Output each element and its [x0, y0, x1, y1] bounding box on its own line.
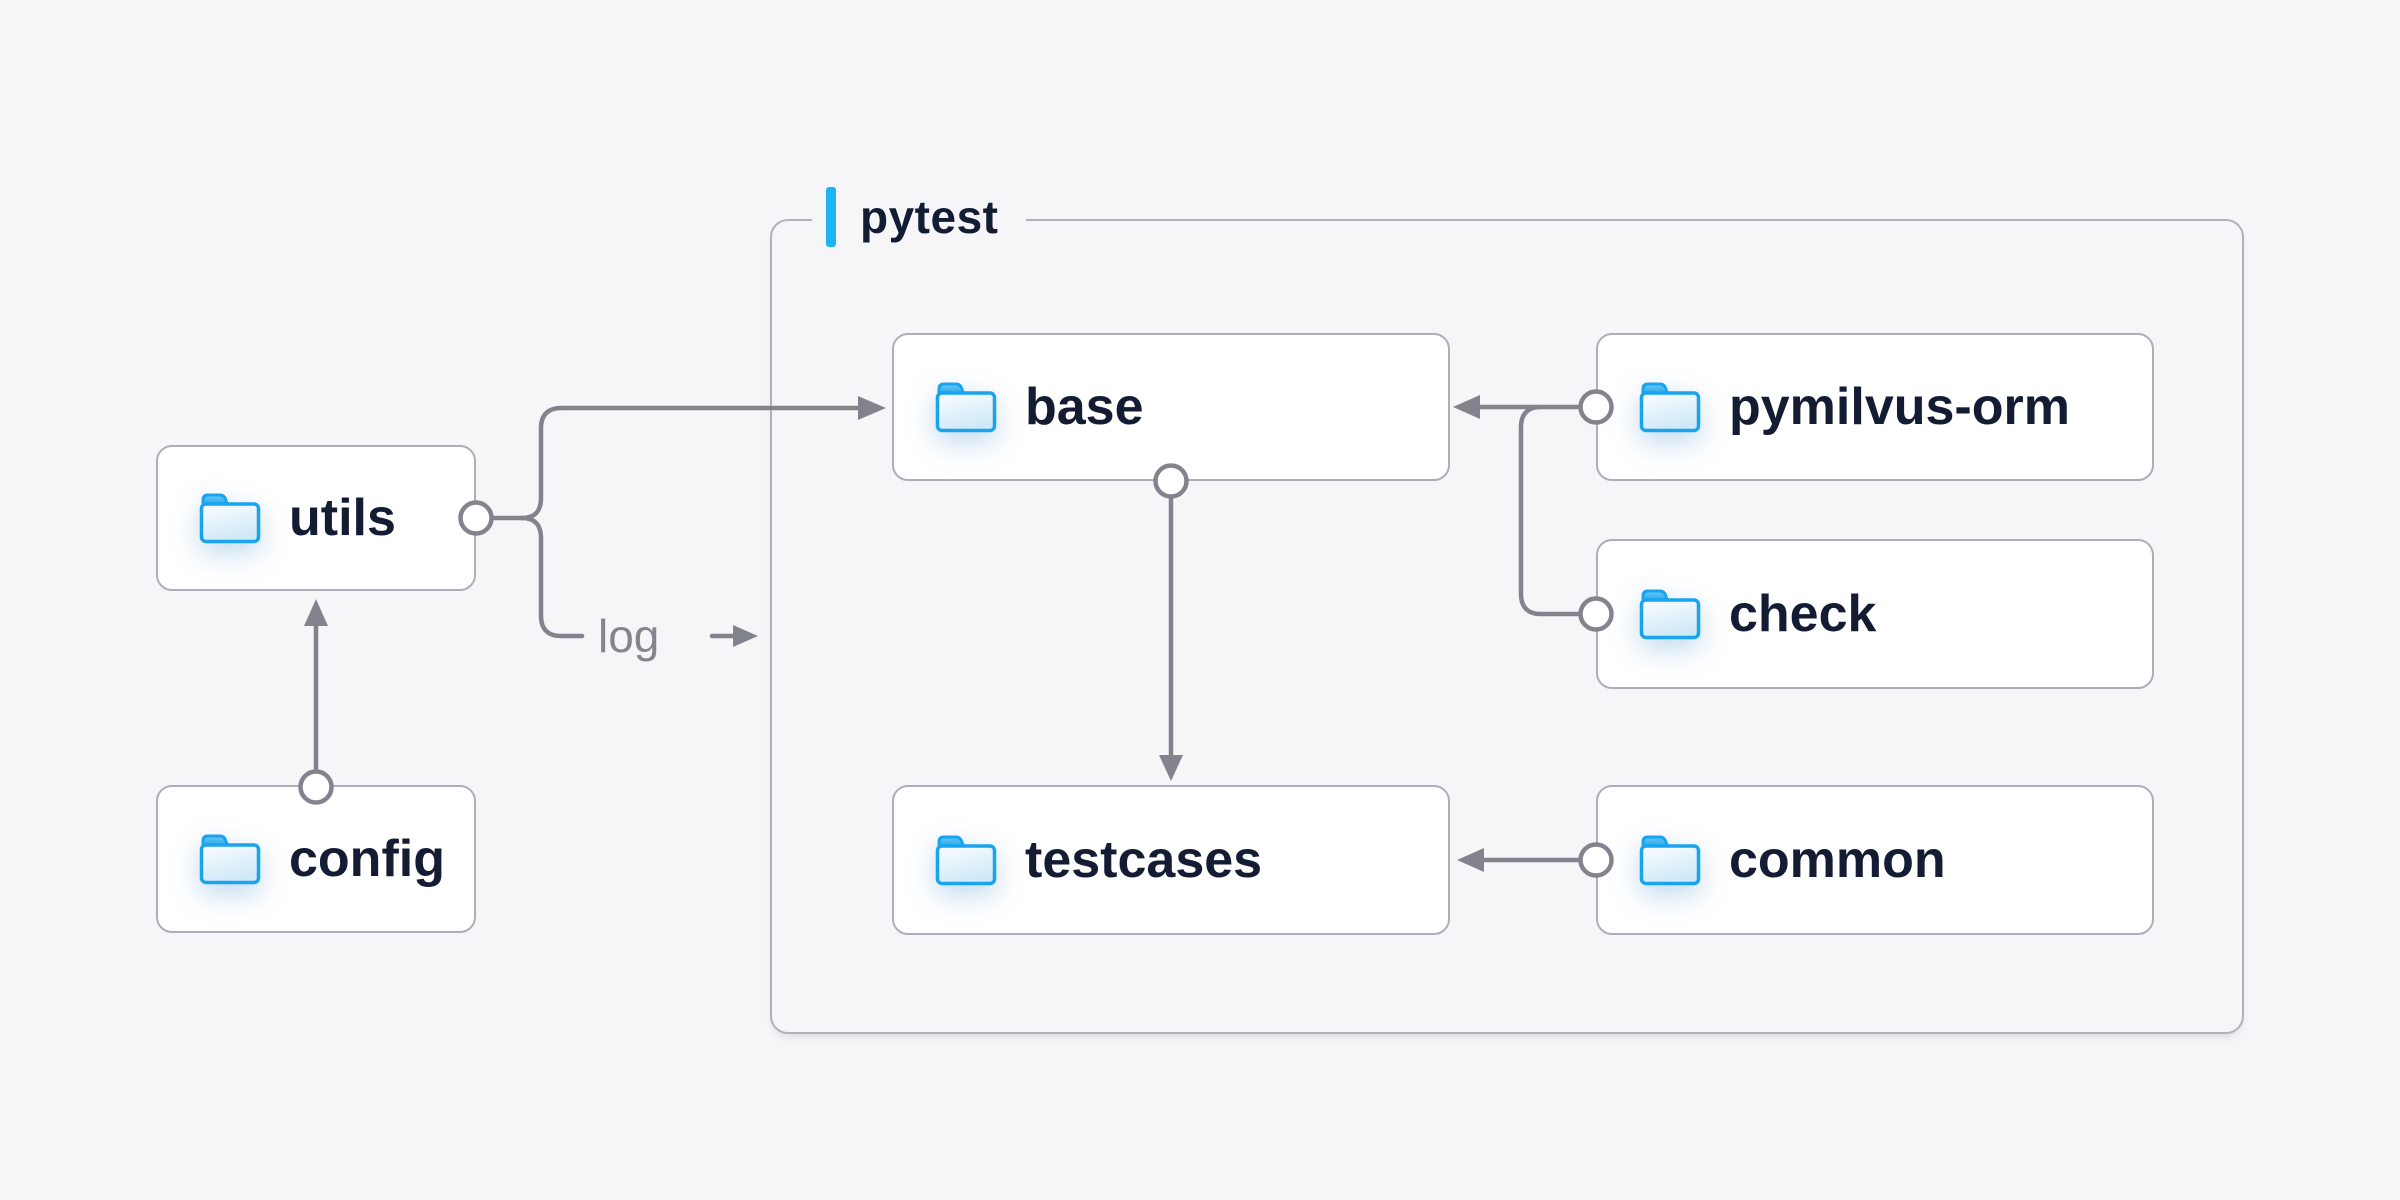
folder-icon	[1639, 835, 1701, 886]
node-label: common	[1729, 831, 1946, 889]
folder-icon	[199, 834, 261, 885]
node-common: common	[1596, 785, 2154, 935]
node-label: utils	[289, 489, 396, 547]
node-label: check	[1729, 585, 1877, 643]
folder-icon	[1639, 589, 1701, 640]
node-config: config	[156, 785, 476, 933]
folder-icon	[199, 493, 261, 544]
log-annotation: log	[598, 610, 660, 662]
group-title: pytest	[860, 191, 999, 243]
node-base: base	[892, 333, 1450, 481]
accent-bar	[826, 187, 836, 247]
node-label: testcases	[1025, 831, 1263, 889]
pytest-group-container	[770, 219, 2244, 1034]
node-label: pymilvus-orm	[1729, 378, 2070, 436]
folder-icon	[935, 382, 997, 433]
node-testcases: testcases	[892, 785, 1450, 935]
arrowhead-right-icon	[733, 625, 758, 647]
edge-log-arrow	[709, 625, 758, 647]
pytest-group-label: pytest	[812, 182, 1027, 252]
node-pymilvus-orm: pymilvus-orm	[1596, 333, 2154, 481]
node-utils: utils	[156, 445, 476, 591]
edge-config-utils	[298, 599, 334, 805]
node-label: config	[289, 830, 445, 888]
arrowhead-up-icon	[304, 599, 328, 626]
node-check: check	[1596, 539, 2154, 689]
folder-icon	[935, 835, 997, 886]
folder-icon	[1639, 382, 1701, 433]
node-label: base	[1025, 378, 1144, 436]
